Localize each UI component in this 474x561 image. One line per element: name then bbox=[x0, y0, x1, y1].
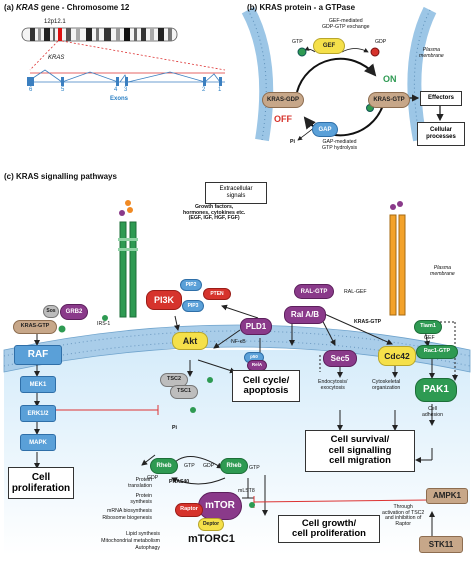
effectors-box: Effectors bbox=[420, 91, 462, 106]
grb2: GRB2 bbox=[60, 304, 88, 320]
mapk: MAPK bbox=[20, 434, 56, 451]
plasma-membrane-label-b: Plasma membrane bbox=[419, 47, 444, 59]
mlst8-label: mLST8 bbox=[238, 488, 255, 494]
kras-gtp-c: KRAS-GTP bbox=[13, 320, 57, 334]
pras40-label: PRAS40 bbox=[169, 479, 190, 485]
pten: PTEN bbox=[203, 288, 231, 300]
rheb-gdp: Rheb bbox=[150, 458, 178, 474]
extracellular-signals-box: Extracellular signals bbox=[205, 182, 267, 204]
on-label: ON bbox=[383, 74, 397, 84]
exon-2: 2 bbox=[202, 87, 206, 93]
cell-survival-box: Cell survival/ cell signalling cell migr… bbox=[305, 430, 415, 472]
nfkb-label: NF-κB bbox=[231, 339, 246, 345]
rheb-gtp: Rheb bbox=[220, 458, 248, 474]
gap-protein: GAP bbox=[312, 122, 338, 137]
membrane-right-b bbox=[407, 6, 437, 142]
pip3: PIP3 bbox=[182, 300, 204, 312]
output-lipid: Lipid synthesis bbox=[125, 531, 160, 537]
chromosome-12 bbox=[21, 27, 178, 42]
gdp-label-b: GDP bbox=[375, 39, 387, 45]
gtp-label-b: GTP bbox=[292, 39, 303, 45]
cell-proliferation-box: Cell proliferation bbox=[8, 467, 74, 499]
exon-5: 5 bbox=[61, 87, 65, 93]
rac1-gtp: Rac1-GTP bbox=[416, 345, 458, 359]
cdc42: Cdc42 bbox=[378, 346, 416, 366]
cellular-processes-box: Cellular processes bbox=[417, 122, 465, 146]
endo-exo-text: Endocytosis/ exocytosis bbox=[318, 379, 348, 391]
stk11: STK11 bbox=[419, 536, 463, 553]
exon-6: 6 bbox=[29, 87, 33, 93]
panel-b-title: (b) KRAS protein - a GTPase bbox=[247, 3, 356, 12]
cytoskeletal-text: Cytoskeletal organization bbox=[372, 379, 401, 391]
sec5: Sec5 bbox=[323, 350, 357, 367]
through-activation-text: Through activation of TSC2 and inhibitio… bbox=[382, 504, 425, 528]
gef-label-c: GEF bbox=[424, 335, 435, 341]
sos: Sos bbox=[43, 305, 59, 318]
mtorc1-label: mTORC1 bbox=[188, 533, 235, 545]
band-label: 12p12.1 bbox=[44, 19, 66, 25]
pi-label-b: Pi bbox=[290, 139, 295, 145]
panel-c-title: (c) KRAS signalling pathways bbox=[4, 172, 117, 181]
ral-ab: Ral A/B bbox=[284, 306, 326, 324]
output-mitochondrial: Mitochondrial metabolism bbox=[101, 538, 160, 544]
kras-gtp-b: KRAS-GTP bbox=[368, 92, 410, 108]
irs1-label: IRS-1 bbox=[97, 321, 111, 327]
cell-growth-box: Cell growth/ cell proliferation bbox=[278, 515, 380, 543]
plasma-membrane-c bbox=[3, 324, 471, 373]
mtor: mTOR bbox=[198, 492, 242, 520]
growth-factors-text: Growth factors, hormones, cytokines etc.… bbox=[183, 204, 246, 222]
gtp-label-c1: GTP bbox=[184, 463, 195, 469]
receptor-2 bbox=[389, 201, 406, 316]
mek1: MEK1 bbox=[20, 376, 56, 393]
pi-label-c: Pi bbox=[172, 425, 177, 431]
exon-4: 4 bbox=[114, 87, 118, 93]
pi3k: PI3K bbox=[146, 290, 182, 310]
cell-adhesion-text: Cell adhesion bbox=[422, 406, 444, 418]
output-protein-synthesis: Protein synthesis bbox=[130, 493, 152, 505]
gdp-label-c2: GDP bbox=[203, 463, 215, 469]
pld1: PLD1 bbox=[240, 318, 272, 335]
pip2: PIP2 bbox=[180, 279, 202, 291]
gtp-ball-b bbox=[297, 47, 307, 57]
tiam1: Tiam1 bbox=[414, 320, 442, 334]
panel-a-title: (a) KRAS gene - Chromosome 12 bbox=[4, 3, 130, 12]
exon-3: 3 bbox=[124, 87, 128, 93]
cell-cycle-box: Cell cycle/ apoptosis bbox=[232, 370, 300, 402]
ampk1: AMPK1 bbox=[426, 488, 468, 504]
kras-gtp-label-2: KRAS-GTP bbox=[354, 319, 382, 325]
gtp-label-c2: GTP bbox=[249, 465, 260, 471]
deptor: Deptor bbox=[198, 518, 224, 531]
gap-mediated-text: GAP-mediated GTP hydrolysis bbox=[322, 139, 358, 151]
output-autophagy: Autophagy bbox=[135, 545, 160, 551]
gef-protein: GEF bbox=[313, 38, 345, 54]
kras-gdp: KRAS-GDP bbox=[262, 92, 304, 108]
gdp-ball-b bbox=[370, 47, 380, 57]
output-mrna: mRNA biosynthesis bbox=[107, 508, 152, 514]
rtk-receptor bbox=[118, 200, 138, 318]
raptor: Raptor bbox=[175, 503, 203, 517]
output-ribosome: Ribosome biogenesis bbox=[102, 515, 152, 521]
raf: RAF bbox=[14, 345, 62, 365]
exon-1: 1 bbox=[218, 87, 222, 93]
ral-gtp: RAL-GTP bbox=[294, 284, 334, 299]
gdp-label-c1: GDP bbox=[147, 475, 159, 481]
pak1: PAK1 bbox=[415, 378, 457, 402]
gene-structure bbox=[27, 69, 225, 86]
tsc1: TSC1 bbox=[170, 385, 198, 399]
erk12: ERK1/2 bbox=[20, 405, 56, 422]
output-protein-translation: Protein translation bbox=[128, 477, 152, 489]
exons-label: Exons bbox=[110, 96, 129, 102]
gef-mediated-text: GEF-mediated GDP-GTP exchange bbox=[322, 18, 370, 30]
off-label: OFF bbox=[274, 114, 292, 124]
kras-gene-label: KRAS bbox=[48, 55, 65, 61]
plasma-membrane-label-c: Plasma membrane bbox=[430, 265, 455, 277]
ral-gef-label: RAL-GEF bbox=[344, 289, 367, 295]
akt: Akt bbox=[172, 332, 208, 350]
membrane-left-b bbox=[241, 6, 274, 142]
